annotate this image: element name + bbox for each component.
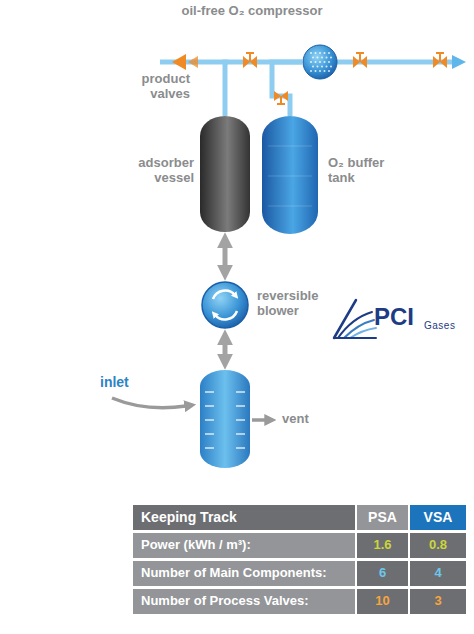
inlet-vessel: inletvent bbox=[200, 370, 250, 468]
table-cell: 10 bbox=[357, 589, 408, 614]
compressor-circle-shape bbox=[302, 44, 338, 80]
part-label: product valves bbox=[116, 72, 190, 102]
table-cell: 0.8 bbox=[410, 533, 466, 558]
component-label: oil-free O₂ compressor bbox=[152, 4, 352, 19]
table-cell: 4 bbox=[410, 561, 466, 586]
logo-text: PCI bbox=[374, 303, 424, 331]
gas-pipe bbox=[225, 62, 302, 116]
table-cell: Number of Main Components: bbox=[133, 561, 355, 586]
table-cell: Number of Process Valves: bbox=[133, 589, 355, 614]
adsorber-vessel: adsorber vessel bbox=[200, 116, 250, 232]
component-label: reversible blower bbox=[257, 289, 329, 319]
table-cell: VSA bbox=[410, 505, 466, 530]
blower-circle-shape bbox=[201, 281, 249, 329]
blower-circle: reversible blower bbox=[201, 281, 249, 329]
table-cell: 1.6 bbox=[357, 533, 408, 558]
table-cell: Keeping Track bbox=[133, 505, 355, 530]
gas-pipe bbox=[272, 62, 302, 116]
logo-text: Gases bbox=[424, 320, 466, 332]
stream-label: vent bbox=[282, 412, 332, 427]
table-cell: 6 bbox=[357, 561, 408, 586]
stream-label: inlet bbox=[100, 374, 160, 390]
table-cell: Power (kWh / m³): bbox=[133, 533, 355, 558]
flow-arrow bbox=[223, 343, 228, 356]
table-cell: 3 bbox=[410, 589, 466, 614]
buffer-tank-shape bbox=[262, 116, 318, 234]
flow-arrow bbox=[223, 246, 228, 267]
compressor-circle: oil-free O₂ compressor bbox=[302, 44, 338, 80]
inlet-vessel-shape bbox=[200, 370, 250, 468]
buffer-tank: O₂ buffer tank bbox=[262, 116, 318, 234]
table-cell: PSA bbox=[357, 505, 408, 530]
adsorber-vessel-shape bbox=[200, 116, 250, 232]
component-label: O₂ buffer tank bbox=[328, 156, 400, 186]
component-label: adsorber vessel bbox=[122, 156, 194, 186]
